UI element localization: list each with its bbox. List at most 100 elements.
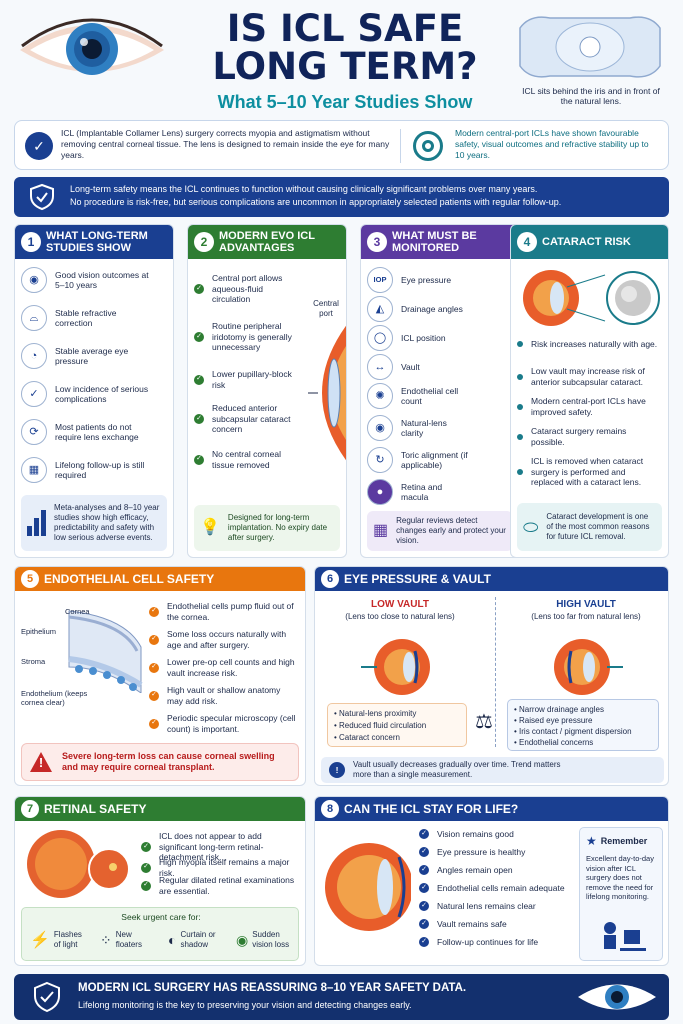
rotation-icon: ↻ [367, 447, 393, 473]
column-studies: 1 WHAT LONG-TERM STUDIES SHOW ◉Good visi… [14, 224, 174, 558]
info-icon: ! [329, 762, 345, 778]
definition-line1: Long-term safety means the ICL continues… [70, 184, 538, 194]
section-7-header: 7 RETINAL SAFETY [15, 797, 305, 821]
calendar-icon: ▦ [373, 522, 389, 539]
shield-check-icon: ✓ [21, 381, 47, 407]
conclusion-title: MODERN ICL SURGERY HAS REASSURING 8–10 Y… [78, 982, 467, 994]
shield-check-icon [32, 981, 62, 1013]
section-8-header: 8 CAN THE ICL STAY FOR LIFE? [315, 797, 668, 821]
check-icon: ✓ [149, 718, 159, 729]
lightning-icon: ⚡ [30, 932, 50, 949]
warning-box: ! Severe long-term loss can cause cornea… [21, 743, 299, 781]
check-icon: ✓ [149, 662, 159, 673]
retina-icon: ● [367, 479, 393, 505]
eye-illustration [12, 8, 172, 88]
check-icon: ✓ [194, 283, 204, 294]
conclusion-banner: MODERN ICL SURGERY HAS REASSURING 8–10 Y… [14, 974, 669, 1020]
cataract-illustration [517, 267, 663, 329]
divider [400, 129, 401, 163]
iop-icon: IOP [367, 267, 393, 293]
bar-chart-icon [27, 510, 46, 536]
bullet [517, 341, 523, 348]
target-icon [413, 131, 443, 161]
patient-at-exam-icon [598, 920, 648, 958]
high-vault-eye [537, 637, 627, 697]
low-vault-list: • Natural-lens proximity • Reduced fluid… [327, 703, 467, 747]
definition-banner: Long-term safety means the ICL continues… [14, 177, 669, 217]
check-icon: ✓ [419, 829, 429, 840]
eye-icon: ◉ [367, 415, 393, 441]
cycle-icon: ⟳ [21, 419, 47, 445]
star-icon: ★ [586, 834, 597, 848]
gauge-icon: ◔ [21, 343, 47, 369]
remember-box: ★ Remember Excellent day-to-day vision a… [579, 827, 663, 961]
column-1-footer: Meta-analyses and 8–10 year studies show… [21, 495, 167, 551]
check-icon: ✓ [419, 937, 429, 948]
section-5-header: 5 ENDOTHELIAL CELL SAFETY [15, 567, 305, 591]
conclusion-text: Lifelong monitoring is the key to preser… [78, 1000, 412, 1010]
check-icon: ✓ [141, 862, 151, 873]
floaters-icon: ⁘ [100, 931, 112, 948]
column-2-header: 2 MODERN EVO ICL ADVANTAGES [188, 225, 346, 259]
definition-line2: No procedure is risk-free, but serious c… [70, 197, 562, 207]
column-2-footer: 💡 Designed for long-term implantation. N… [194, 505, 340, 551]
urgent-care-box: Seek urgent care for: ⚡Flashes of light … [21, 907, 299, 961]
glasses-icon: ⌓ [21, 305, 47, 331]
section-6-header: 6 EYE PRESSURE & VAULT [315, 567, 668, 591]
label-stroma: Stroma [21, 657, 46, 666]
central-port-label: Central port [313, 299, 339, 318]
icl-lens-illustration [510, 8, 670, 86]
shield-icon [28, 183, 56, 211]
intro-box: ✓ ICL (Implantable Collamer Lens) surger… [14, 120, 669, 170]
eye-cross-section [306, 323, 346, 463]
high-vault-sub: (Lens too far from natural lens) [531, 612, 641, 621]
eye-icon [574, 978, 660, 1016]
column-advantages: 2 MODERN EVO ICL ADVANTAGES ✓ Central por… [187, 224, 347, 558]
check-icon: ✓ [194, 413, 204, 424]
bullet [517, 433, 523, 440]
section-icl-for-life: 8 CAN THE ICL STAY FOR LIFE? ✓Vision rem… [314, 796, 669, 966]
page-title: IS ICL SAFE LONG TERM? [212, 7, 478, 88]
low-vault-eye [357, 637, 447, 697]
retina-illustration [21, 827, 131, 901]
check-icon: ✓ [194, 331, 204, 342]
check-icon: ✓ [419, 901, 429, 912]
check-icon: ✓ [419, 847, 429, 858]
calendar-icon: ▦ [21, 457, 47, 483]
lightbulb-icon: 💡 [200, 519, 220, 536]
column-4-header: 4 CATARACT RISK [511, 225, 668, 259]
label-endothelium: Endothelium (keeps cornea clear) [21, 689, 88, 707]
check-icon: ✓ [141, 880, 151, 891]
urgent-title: Seek urgent care for: [121, 912, 201, 922]
check-icon: ✓ [149, 606, 159, 617]
intro-text: ICL (Implantable Collamer Lens) surgery … [61, 128, 390, 160]
column-3-footer: ▦ Regular reviews detect changes early a… [367, 511, 513, 551]
high-vault-title: HIGH VAULT [556, 599, 616, 610]
check-icon: ✓ [149, 690, 159, 701]
column-1-header: 1 WHAT LONG-TERM STUDIES SHOW [15, 225, 173, 259]
bullet [517, 373, 523, 380]
warning-icon: ! [30, 752, 52, 772]
angle-icon: ◭ [367, 296, 393, 322]
check-icon: ✓ [419, 919, 429, 930]
section-endothelial: 5 ENDOTHELIAL CELL SAFETY Cornea Epithel… [14, 566, 306, 786]
curtain-icon: ◐ [168, 932, 177, 948]
check-icon: ✓ [194, 374, 204, 385]
cell-icon: ✺ [367, 383, 393, 409]
divider [495, 597, 496, 747]
check-icon: ✓ [25, 132, 53, 160]
check-icon: ✓ [419, 865, 429, 876]
column-4-footer: ⬭ Cataract development is one of the mos… [517, 503, 662, 551]
eye-icon: ◉ [236, 931, 249, 948]
section-pressure-vault: 6 EYE PRESSURE & VAULT LOW VAULT (Lens t… [314, 566, 669, 786]
lens-icon: ⬭ [523, 517, 539, 537]
label-cornea: Cornea [65, 607, 90, 616]
check-icon: ✓ [419, 883, 429, 894]
high-vault-list: • Narrow drainage angles • Raised eye pr… [507, 699, 659, 751]
vault-icon: ↔ [367, 354, 393, 380]
low-vault-sub: (Lens too close to natural lens) [345, 612, 455, 621]
cornea-layers-illustration [65, 607, 145, 693]
remember-text: Excellent day-to-day vision after ICL su… [586, 854, 654, 901]
eye-icon: ◉ [21, 267, 47, 293]
